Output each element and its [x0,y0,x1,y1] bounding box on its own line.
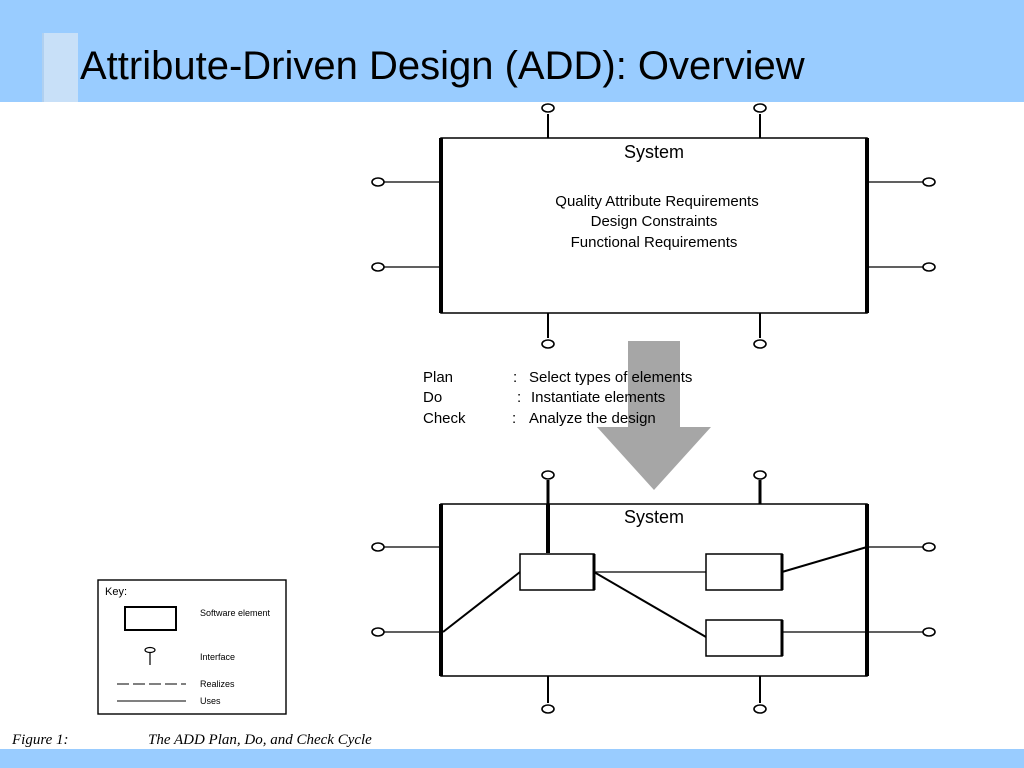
interface-icon [541,676,555,714]
interface-icon [867,262,936,272]
cycle-steps: Plan : Select types of elements Do : Ins… [423,369,692,427]
interface-icon [867,627,936,637]
figure-caption: Figure 1: The ADD Plan, Do, and Check Cyc… [12,732,372,749]
software-element-box-icon [124,606,177,631]
software-element [519,553,596,591]
bottom-system-label: System [624,507,684,527]
interface-icon [753,313,767,349]
cycle-step-check-separator: : [512,410,516,427]
interface-icon [371,262,441,272]
bottom-system-box [440,503,868,677]
title-accent-block [42,33,78,102]
down-arrow [597,341,711,490]
legend-frame [97,579,287,715]
interface-icon [753,470,767,504]
legend-title: Key: [105,586,127,598]
legend-label-software-element: Software element [200,608,271,618]
legend: Key: Software element Interface Realizes… [97,579,287,715]
uses-line [442,571,521,633]
figure-caption-label: Figure 1: [12,732,69,748]
interface-icon [371,177,441,187]
interface-icon [541,313,555,349]
software-element [705,619,784,657]
top-system: System Quality Attribute Requirements De… [371,103,936,349]
interface-icon [867,542,936,552]
software-element [705,553,784,591]
uses-line [593,571,707,638]
interface-icon [371,542,441,552]
interface-lollipop-icon [144,646,156,665]
top-system-label: System [624,142,684,162]
legend-label-uses: Uses [200,696,221,706]
cycle-step-plan: Plan [423,369,453,386]
cycle-step-do-separator: : [517,389,521,406]
cycle-step-do-text: Instantiate elements [531,389,665,406]
interface-icon [371,627,441,637]
bottom-system: System [371,470,936,714]
cycle-step-check-text: Analyze the design [529,410,656,427]
cycle-step-do: Do [423,389,442,406]
slide-title: Attribute-Driven Design (ADD): Overview [80,44,805,88]
requirement-design-constraints: Design Constraints [591,213,718,230]
figure-caption-text: The ADD Plan, Do, and Check Cycle [148,732,372,748]
legend-label-realizes: Realizes [200,679,235,689]
cycle-step-plan-separator: : [513,369,517,386]
requirement-functional: Functional Requirements [571,234,738,251]
cycle-step-check: Check [423,410,466,427]
interface-icon [541,470,555,504]
interface-icon [753,103,767,138]
requirement-quality-attributes: Quality Attribute Requirements [555,193,758,210]
uses-line [781,546,868,573]
interface-icon [867,177,936,187]
cycle-step-plan-text: Select types of elements [529,369,692,386]
bottom-bar [0,749,1024,768]
interface-icon [753,676,767,714]
title-bar: Attribute-Driven Design (ADD): Overview [0,0,1024,102]
interface-icon [541,103,555,138]
legend-label-interface: Interface [200,652,235,662]
